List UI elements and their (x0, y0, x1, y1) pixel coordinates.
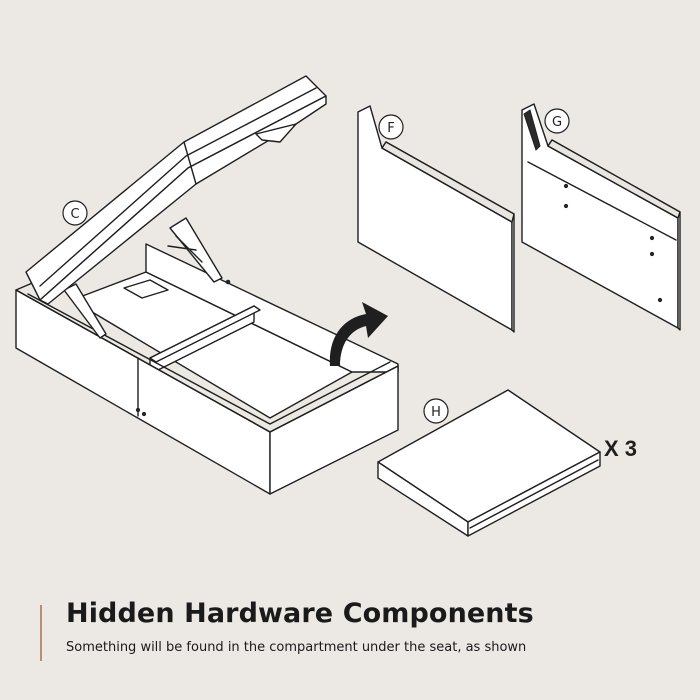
page-subtitle: Something will be found in the compartme… (66, 640, 527, 655)
panel-f-face (357, 105, 513, 331)
svg-text:F: F (387, 121, 394, 136)
svg-text:H: H (431, 405, 441, 420)
cushion-h (377, 389, 601, 537)
panel-g-inner-line (527, 161, 677, 241)
callout-h: H (423, 398, 449, 424)
panel-g-hole-3 (649, 235, 655, 241)
cushion-h-seam (469, 459, 599, 529)
panel-f-top-band (381, 141, 515, 223)
seat-lid-edge (39, 95, 327, 305)
panel-g-hole-4 (649, 251, 655, 257)
callout-c: C (62, 200, 88, 226)
panel-g-top-band (547, 139, 681, 219)
page-title: Hidden Hardware Components (66, 598, 534, 629)
hinge-screw (225, 279, 231, 285)
curved-arrow-icon (329, 302, 388, 366)
hinge-right-arm (167, 235, 203, 263)
quantity-label: X 3 (604, 436, 637, 461)
panel-g (521, 103, 681, 331)
callout-f: F (378, 114, 404, 140)
panel-g-bracket (523, 109, 541, 151)
caption: Hidden Hardware Components Something wil… (40, 598, 680, 668)
hardware-diagram: C F G H X 3 (15, 75, 681, 537)
floor-bracket (123, 279, 169, 299)
storage-base-with-lid (15, 75, 399, 495)
panel-g-hole-2 (563, 203, 569, 209)
callout-g: G (544, 108, 570, 134)
svg-text:G: G (552, 115, 562, 130)
base-divider-top (149, 305, 261, 363)
svg-text:C: C (70, 207, 79, 222)
cushion-h-top (377, 389, 601, 523)
accent-bar (40, 605, 42, 661)
panel-g-hole-5 (657, 297, 663, 303)
seat-lid-underside (255, 123, 297, 143)
seat-lid-seam (39, 87, 317, 287)
base-screw-1 (135, 407, 141, 413)
panel-g-hole-1 (563, 183, 569, 189)
panel-f (357, 105, 515, 333)
panel-g-face (521, 103, 679, 329)
base-screw-2 (141, 411, 147, 417)
hinge-left (63, 283, 107, 339)
